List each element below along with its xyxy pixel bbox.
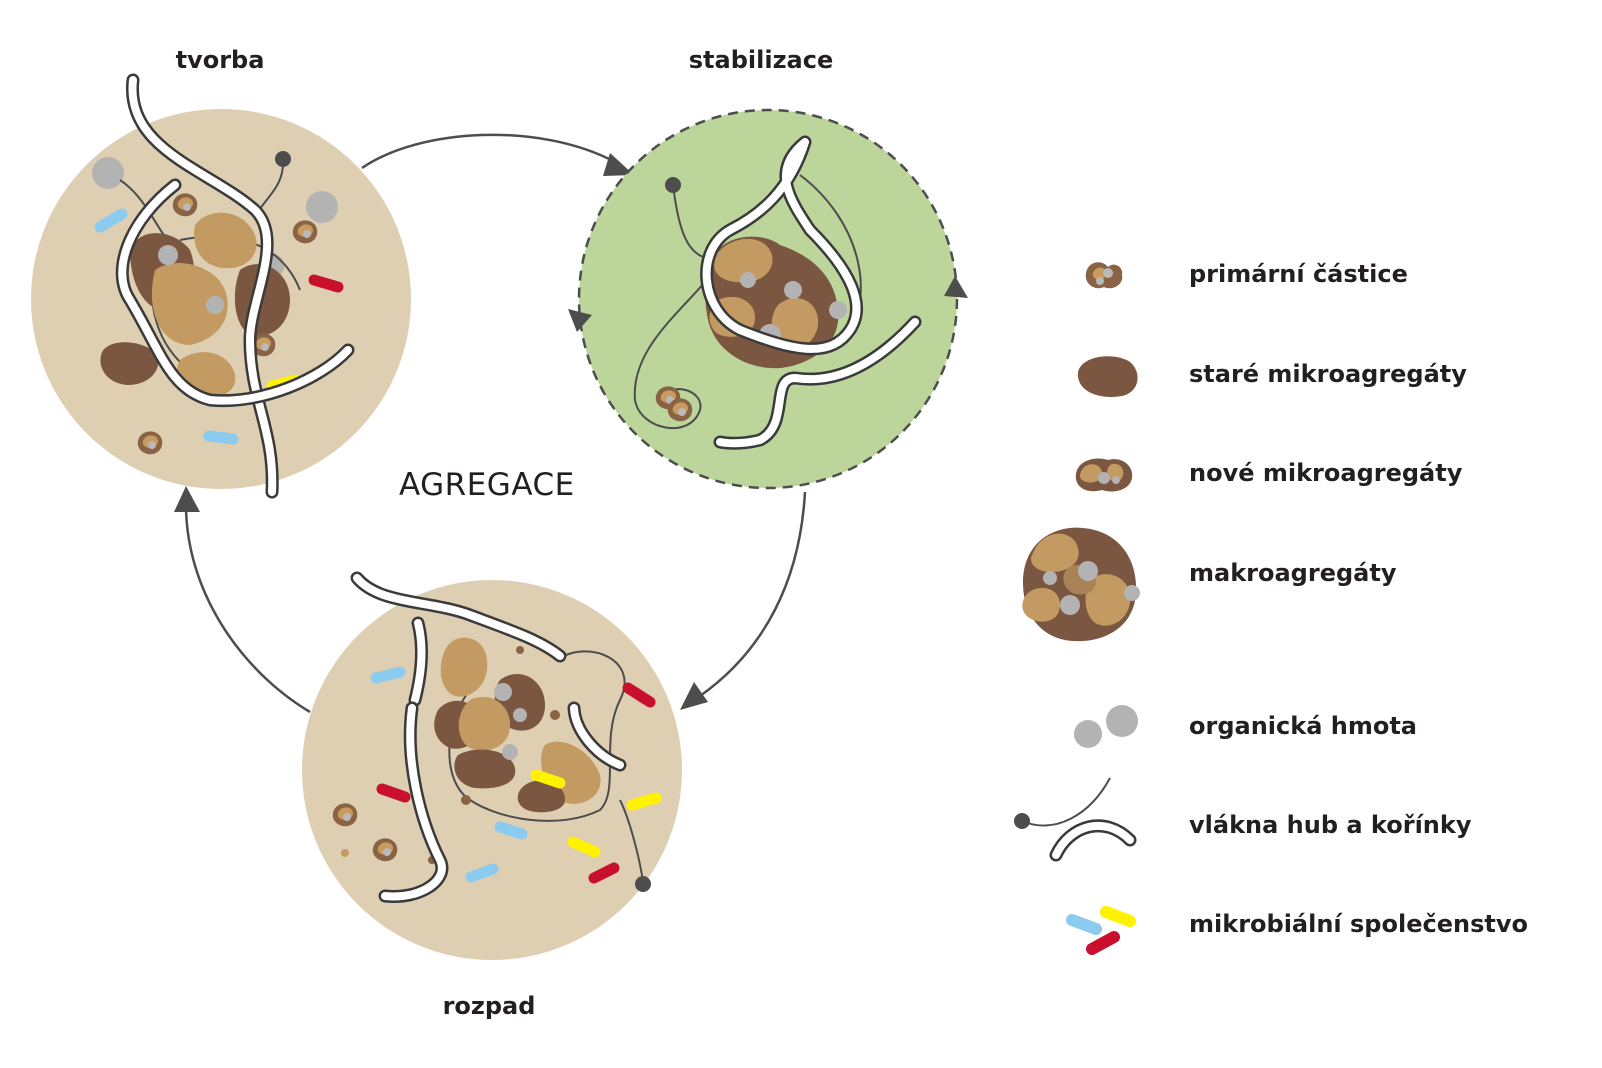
organic-matter-icon <box>1074 705 1138 748</box>
legend-label-microbial-community: mikrobiální společenstvo <box>1189 910 1528 938</box>
stage-label-formation: tvorba <box>175 46 265 74</box>
macroaggregate-icon <box>1022 527 1140 642</box>
legend-label-macroaggregates: makroagregáty <box>1189 559 1397 587</box>
new-microaggregate-icon <box>1075 458 1133 492</box>
arrow-formation-to-stabilization <box>361 133 616 170</box>
arrow-heads <box>174 153 708 710</box>
legend-label-old-microaggregates: staré mikroagregáty <box>1189 360 1467 388</box>
stage-label-breakdown: rozpad <box>442 992 536 1020</box>
arrowhead-right <box>603 153 634 176</box>
arrow-breakdown-to-formation <box>184 501 311 714</box>
breakdown-circle <box>302 571 682 960</box>
cycle-arrows <box>184 133 807 714</box>
legend-icons <box>1014 262 1140 955</box>
legend-label-primary-particles: primární částice <box>1189 260 1408 288</box>
legend-label-hyphae-roots: vlákna hub a kořínky <box>1189 811 1472 839</box>
hyphae-roots-icon <box>1014 777 1137 862</box>
arrow-stabilization-to-breakdown <box>699 491 807 698</box>
old-microaggregate-icon <box>1077 356 1138 397</box>
arrowhead-up <box>174 486 200 512</box>
arrowhead-down <box>680 682 708 710</box>
stage-label-stabilization: stabilizace <box>688 46 834 74</box>
formation-circle <box>31 73 411 499</box>
primary-particle-icon <box>1085 262 1123 289</box>
stabilization-circle <box>568 108 968 490</box>
microbial-community-icon <box>1066 906 1136 955</box>
legend-label-new-microaggregates: nové mikroagregáty <box>1189 459 1463 487</box>
legend-label-organic-matter: organická hmota <box>1189 712 1417 740</box>
diagram-title: AGREGACE <box>399 467 575 503</box>
